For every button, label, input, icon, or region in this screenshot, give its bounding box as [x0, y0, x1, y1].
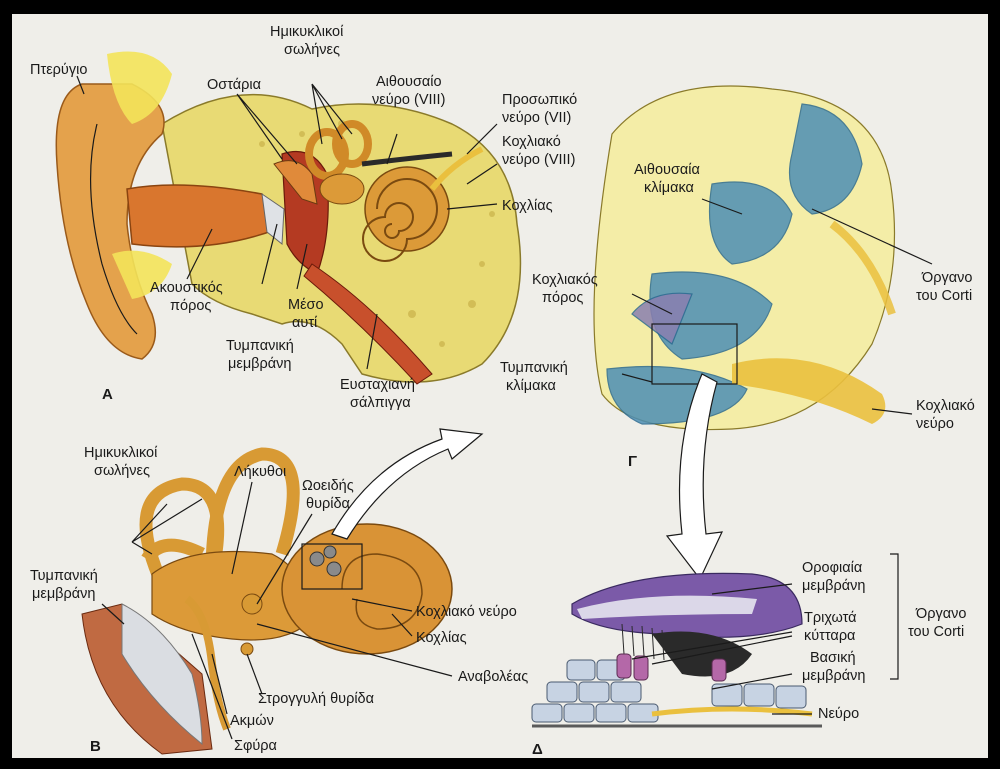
label-oval-window-1: Ωοειδής: [302, 478, 354, 494]
label-malleus: Σφύρα: [234, 738, 277, 754]
label-vestibular-nerve-2: νεύρο (VIII): [372, 92, 445, 108]
label-utricles: Λήκυθοι: [234, 464, 286, 480]
label-hair-cells-2: κύτταρα: [804, 628, 855, 644]
label-tympanic-b-1: Τυμπανική: [30, 568, 98, 584]
label-tympanic-b-2: μεμβράνη: [32, 586, 95, 602]
label-organ-of-corti-d-1: Όργανο: [915, 606, 966, 622]
label-hair-cells-1: Τριχωτά: [804, 610, 857, 626]
label-cochlear-duct-1: Κοχλιακός: [532, 272, 598, 288]
label-ear-canal-2: πόρος: [170, 298, 211, 314]
label-facial-nerve-2: νεύρο (VII): [502, 110, 571, 126]
label-scala-tympani-2: κλίμακα: [506, 378, 556, 394]
label-tympanic-a-1: Τυμπανική: [226, 338, 294, 354]
label-cochlea-a: Κοχλίας: [502, 198, 553, 214]
label-basilar-1: Βασική: [810, 650, 856, 666]
label-cochlear-duct-2: πόρος: [542, 290, 583, 306]
label-stapes: Αναβολέας: [458, 669, 528, 685]
arrow-b-to-c: [332, 429, 482, 539]
label-organ-of-corti-c-2: του Corti: [916, 288, 972, 304]
label-ear-canal-1: Ακουστικός: [150, 280, 223, 296]
panel-letter-a: Α: [102, 386, 113, 403]
figure-canvas: Πτερύγιο Οστάρια Ημικυκλικοί σωλήνες Αιθ…: [12, 14, 988, 758]
panel-letter-c: Γ: [628, 453, 637, 470]
label-cochlear-nerve-a-2: νεύρο (VIII): [502, 152, 575, 168]
label-round-window: Στρογγυλή θυρίδα: [258, 691, 374, 707]
panel-letter-d: Δ: [532, 741, 543, 758]
label-tympanic-a-2: μεμβράνη: [228, 356, 291, 372]
label-cochlear-nerve-a-1: Κοχλιακό: [502, 134, 561, 150]
label-scala-vestibuli-1: Αιθουσαία: [634, 162, 700, 178]
label-eustachian-2: σάλπιγγα: [350, 395, 411, 411]
panel-a: Πτερύγιο Οστάρια Ημικυκλικοί σωλήνες Αιθ…: [30, 24, 577, 411]
label-cochlear-nerve-b: Κοχλιακό νεύρο: [416, 604, 517, 620]
label-oval-window-2: θυρίδα: [306, 496, 350, 512]
organ-of-corti-bracket: [890, 554, 898, 679]
label-nerve-d: Νεύρο: [818, 706, 859, 722]
label-canals-a-2: σωλήνες: [284, 42, 340, 58]
label-eustachian-1: Ευσταχιανή: [340, 377, 415, 393]
ear-anatomy-figure: Πτερύγιο Οστάρια Ημικυκλικοί σωλήνες Αιθ…: [12, 14, 988, 758]
label-ossicles: Οστάρια: [207, 77, 261, 93]
label-facial-nerve-1: Προσωπικό: [502, 92, 577, 108]
label-organ-of-corti-d-2: του Corti: [908, 624, 964, 640]
label-scala-tympani-1: Τυμπανική: [500, 360, 568, 376]
label-tectorial-2: μεμβράνη: [802, 578, 865, 594]
label-incus: Ακμών: [230, 713, 274, 729]
label-cochlea-b: Κοχλίας: [416, 630, 467, 646]
label-organ-of-corti-c-1: Όργανο: [921, 270, 972, 286]
label-middle-ear-2: αυτί: [292, 315, 318, 331]
label-cochlear-nerve-c-1: Κοχλιακό: [916, 398, 975, 414]
label-tectorial-1: Οροφιαία: [802, 560, 862, 576]
label-basilar-2: μεμβράνη: [802, 668, 865, 684]
panel-b: Ημικυκλικοί σωλήνες Λήκυθοι Ωοειδής θυρί…: [30, 429, 528, 755]
label-middle-ear-1: Μέσο: [288, 297, 324, 313]
label-vestibular-nerve-1: Αιθουσαίο: [376, 74, 442, 90]
label-pinna: Πτερύγιο: [30, 62, 87, 78]
label-canals-a-1: Ημικυκλικοί: [270, 24, 344, 40]
label-scala-vestibuli-2: κλίμακα: [644, 180, 694, 196]
label-cochlear-nerve-c-2: νεύρο: [916, 416, 954, 432]
label-canals-b-2: σωλήνες: [94, 463, 150, 479]
panel-d: Οροφιαία μεμβράνη Τριχωτά κύτταρα Βασική…: [532, 554, 966, 758]
label-canals-b-1: Ημικυκλικοί: [84, 445, 158, 461]
panel-letter-b: Β: [90, 738, 101, 755]
nerve-d: [652, 709, 812, 714]
